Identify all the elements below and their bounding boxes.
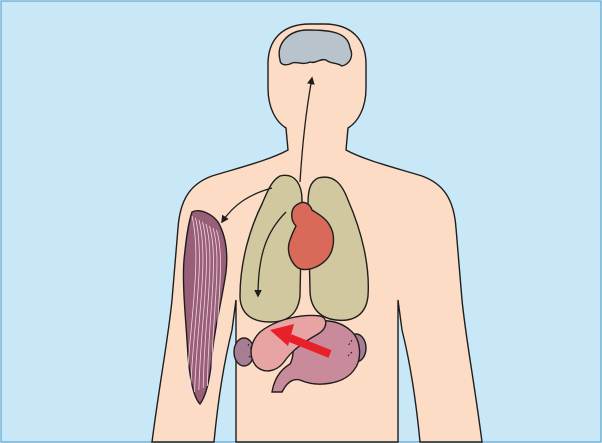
brain — [279, 30, 351, 66]
